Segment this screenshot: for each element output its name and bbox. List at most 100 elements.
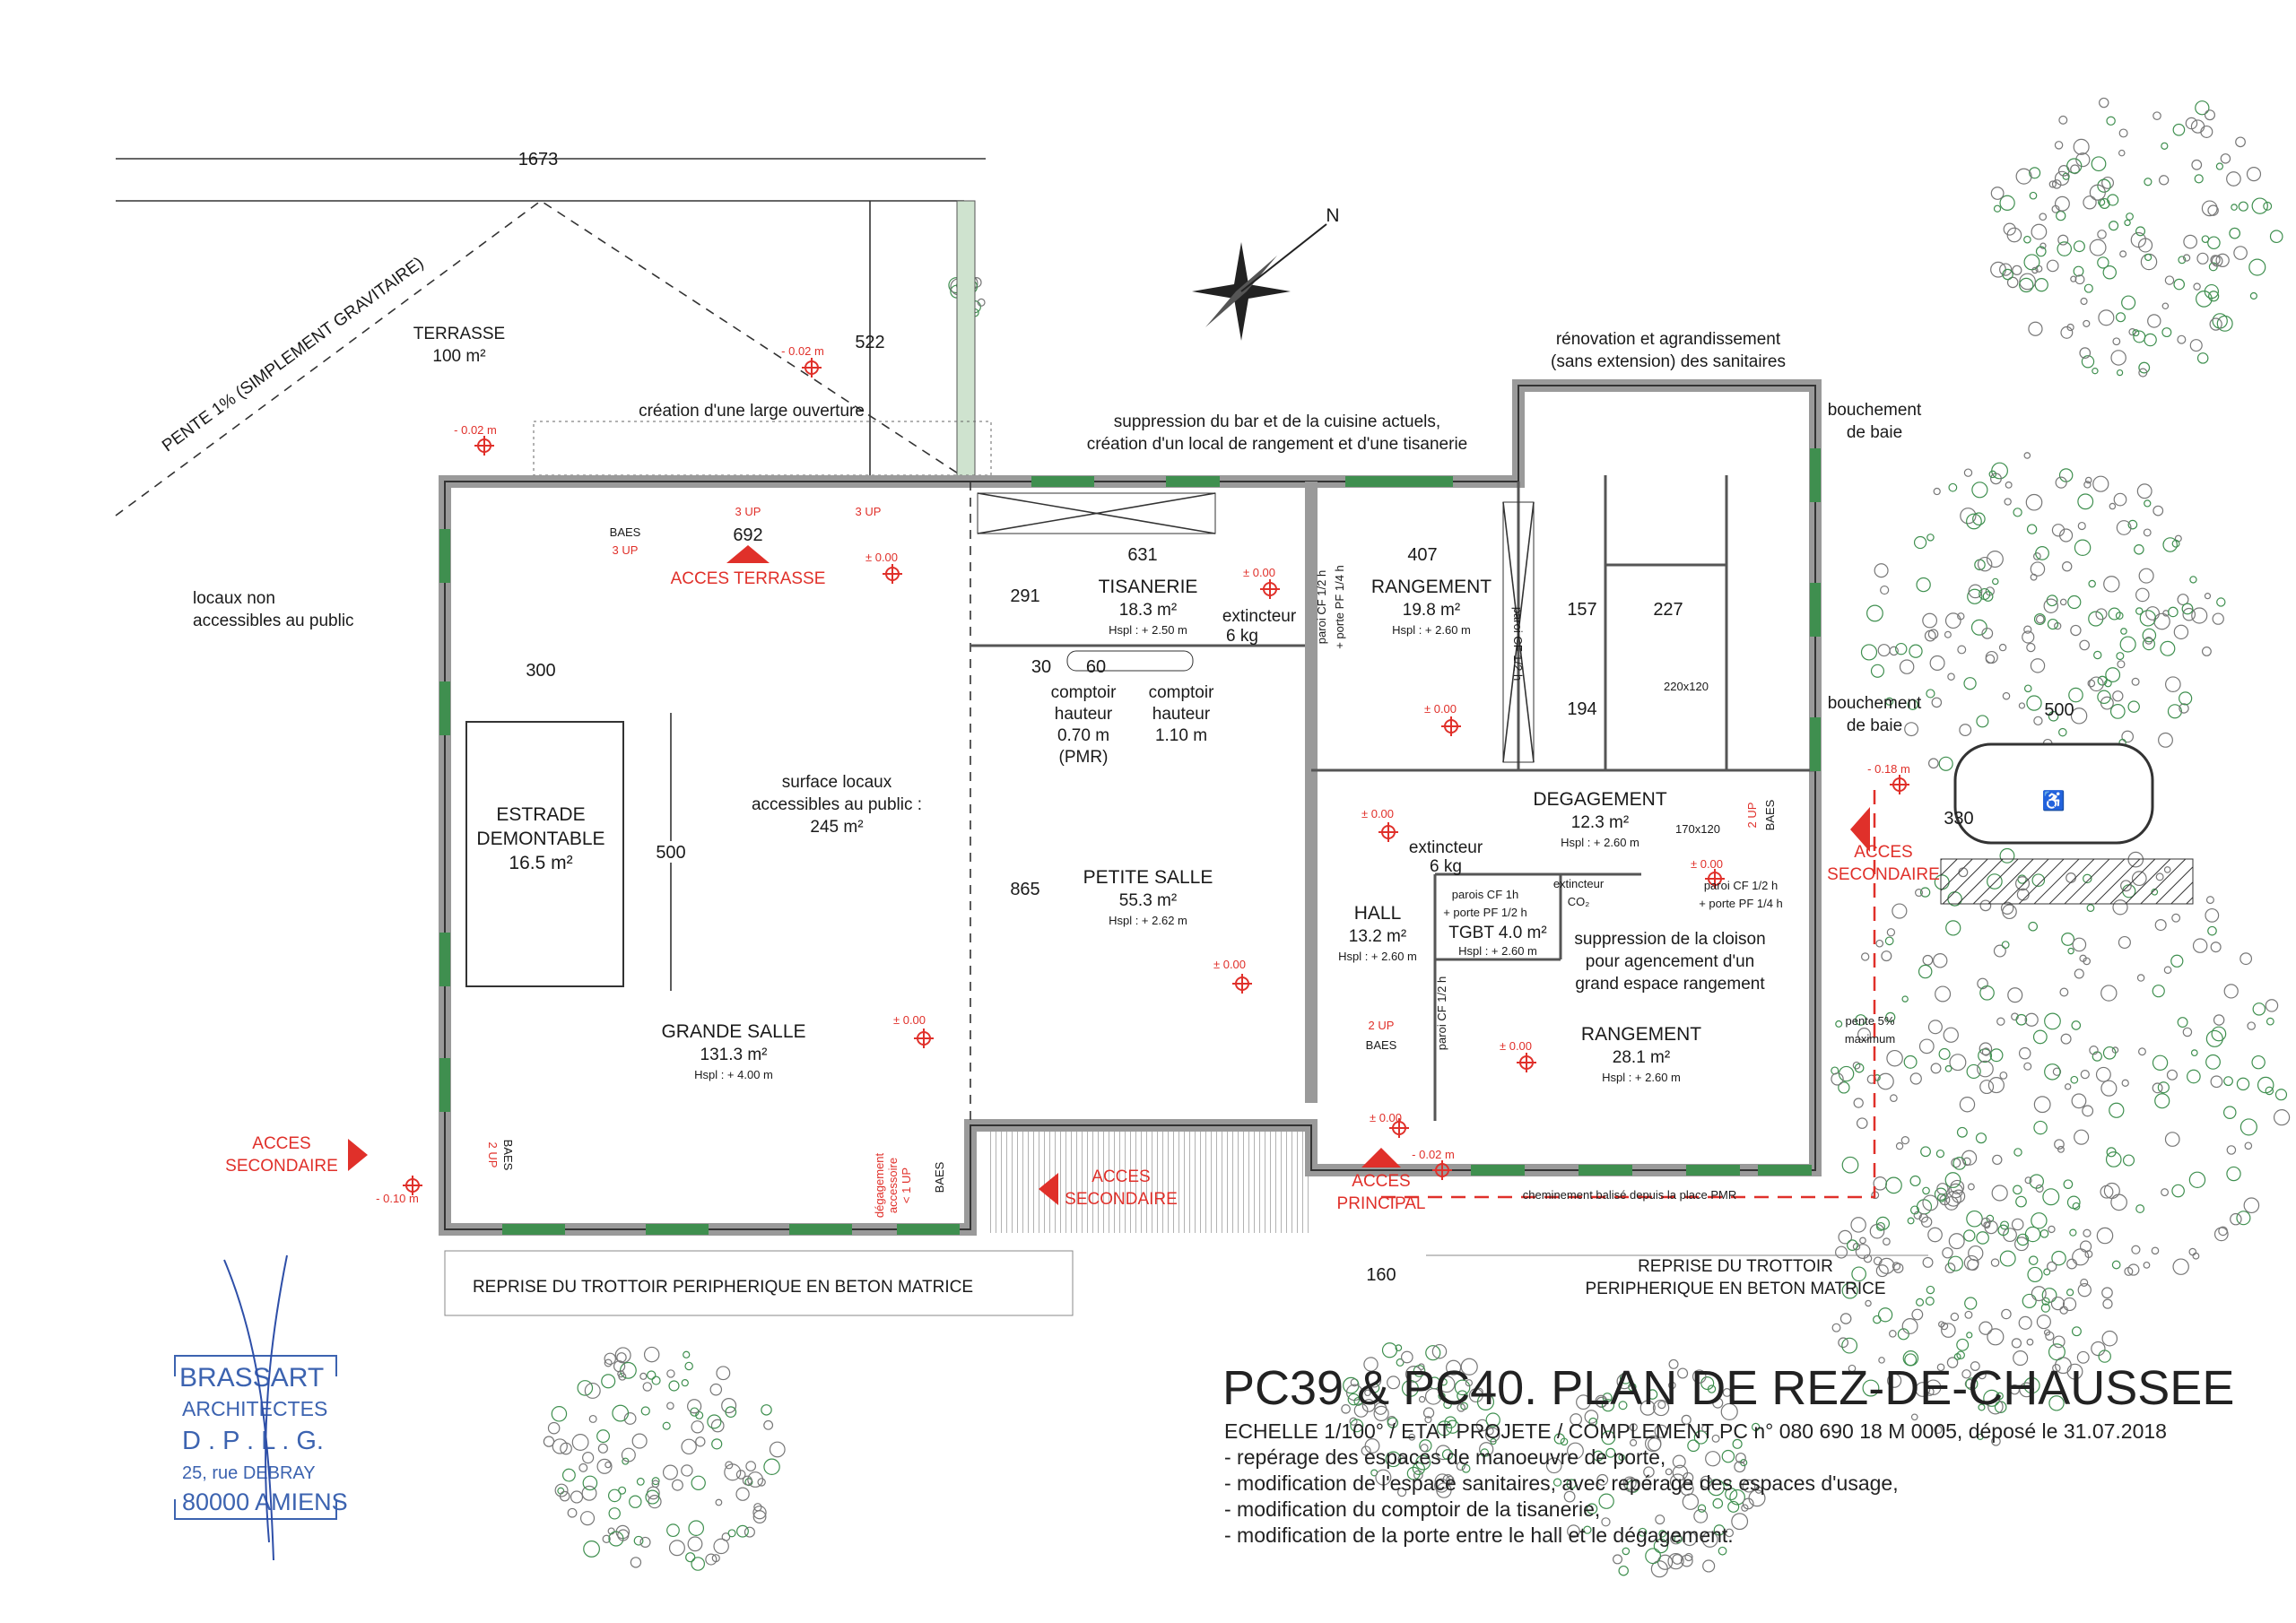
vegetation-mark: [2179, 703, 2189, 714]
vegetation-mark: [1668, 1381, 1676, 1390]
level: - 0.02 m: [1412, 1148, 1455, 1161]
level-marker-icon: [1389, 1118, 1409, 1138]
vegetation-mark: [2211, 1026, 2227, 1042]
vegetation-mark: [2167, 704, 2182, 719]
vegetation-mark: [685, 1552, 696, 1563]
vegetation-mark: [2119, 250, 2127, 258]
vegetation-mark: [1992, 1154, 2003, 1166]
vegetation-mark: [2083, 1228, 2092, 1237]
vegetation-mark: [2172, 123, 2186, 136]
vegetation-mark: [2140, 253, 2158, 271]
vegetation-mark: [2003, 222, 2016, 236]
vegetation-mark: [554, 1483, 569, 1497]
vegetation-mark: [1909, 1175, 1921, 1187]
tgbt-name: TGBT 4.0 m²: [1448, 924, 1546, 942]
vegetation-mark: [1927, 629, 1939, 639]
counter-pmr-note: (PMR): [1059, 748, 1109, 767]
vegetation-mark: [2226, 171, 2241, 187]
stamp-line: 80000 AMIENS: [182, 1488, 348, 1515]
vegetation-mark: [2066, 158, 2083, 174]
vegetation-mark: [757, 1478, 766, 1487]
change-item: - repérage des espaces de manoeuvre de p…: [1224, 1445, 1665, 1469]
vegetation-mark: [1405, 1366, 1422, 1383]
title-block: PC39 & PC40. PLAN DE REZ-DE-CHAUSSEE ECH…: [1222, 1361, 2234, 1547]
vegetation-mark: [1884, 936, 1894, 946]
vegetation-mark: [2247, 1021, 2256, 1030]
vegetation-mark: [1446, 1359, 1462, 1376]
vegetation-mark: [2062, 1297, 2077, 1312]
vegetation-mark: [2033, 1096, 2051, 1114]
vegetation-mark: [2100, 985, 2118, 1002]
bar-removal-note: création d'un local de rangement et d'un…: [1087, 435, 1467, 454]
vegetation-mark: [1997, 1224, 2009, 1237]
vegetation-mark: [2071, 1326, 2082, 1337]
vegetation-mark: [1895, 642, 1908, 655]
vegetation-mark: [1964, 1310, 1973, 1319]
vegetation-mark: [2024, 1012, 2039, 1027]
hall-height: Hspl : + 2.60 m: [1338, 950, 1417, 963]
vegetation-mark: [747, 1471, 764, 1488]
vegetation-mark: [2154, 1093, 2170, 1109]
vegetation-mark: [1885, 1011, 1896, 1023]
vegetation-mark: [2127, 700, 2140, 713]
turning-space: 220x120: [1664, 680, 1709, 693]
vegetation-mark: [2029, 1174, 2044, 1189]
vegetation-mark: [1999, 263, 2013, 276]
vegetation-mark: [1701, 1424, 1709, 1433]
vegetation-mark: [1576, 1394, 1591, 1410]
vegetation-mark: [1468, 1388, 1483, 1403]
vegetation-mark: [2100, 1185, 2114, 1199]
vegetation-mark: [1873, 1256, 1883, 1266]
vegetation-mark: [711, 1438, 723, 1450]
vegetation-mark: [2177, 1017, 2188, 1028]
vegetation-mark: [1936, 1363, 1945, 1372]
vegetation-mark: [2013, 1148, 2022, 1157]
vegetation-mark: [1435, 1445, 1451, 1461]
vegetation-mark: [2051, 1250, 2066, 1266]
vegetation-mark: [1963, 468, 1973, 477]
vegetation-mark: [2039, 1229, 2049, 1238]
vegetation-mark: [2098, 1350, 2111, 1363]
vegetation-mark: [1667, 1552, 1684, 1570]
vegetation-mark: [2098, 309, 2115, 326]
vegetation-mark: [684, 1361, 693, 1371]
level: ± 0.00: [865, 551, 898, 564]
vegetation-mark: [2215, 162, 2224, 170]
up-count: 2 UP: [1369, 1019, 1395, 1032]
vegetation-mark: [1982, 591, 1994, 602]
vegetation-mark: [2266, 1017, 2274, 1026]
vegetation-mark: [648, 1495, 662, 1509]
vegetation-mark: [1889, 646, 1899, 656]
vegetation-mark: [681, 1464, 693, 1477]
vegetation-mark: [1964, 1297, 1978, 1310]
vegetation-mark: [725, 1461, 734, 1470]
slope-note: maximum: [1845, 1032, 1895, 1046]
partition-removal-note: grand espace rangement: [1575, 975, 1765, 994]
vegetation-mark: [1751, 1422, 1761, 1432]
vegetation-mark: [1375, 1469, 1392, 1486]
vegetation-mark: [2161, 302, 2170, 310]
vegetation-mark: [1932, 953, 1948, 968]
vegetation-mark: [1986, 551, 2004, 568]
vegetation-mark: [2231, 204, 2238, 211]
change-item: - modification de l'espace sanitaires, a…: [1224, 1471, 1899, 1495]
vegetation-mark: [1387, 1417, 1399, 1428]
vegetation-mark: [735, 1487, 750, 1501]
counter-high-note: hauteur: [1152, 705, 1211, 724]
vegetation-mark: [1950, 1312, 1960, 1322]
vegetation-mark: [2058, 528, 2074, 542]
vegetation-mark: [1718, 1546, 1727, 1556]
vegetation-mark: [1970, 619, 1987, 636]
vegetation-mark: [1446, 1419, 1460, 1434]
vegetation-mark: [2015, 1195, 2027, 1208]
vegetation-mark: [1723, 1479, 1731, 1487]
vegetation-mark: [2126, 213, 2134, 221]
vegetation-mark: [2080, 297, 2088, 306]
vegetation-mark: [1456, 1461, 1465, 1471]
vegetation-mark: [2022, 630, 2035, 644]
vegetation-mark: [645, 1489, 660, 1505]
vegetation-mark: [2144, 636, 2153, 645]
vegetation-mark: [1890, 1094, 1898, 1102]
vegetation-mark: [1418, 1363, 1425, 1370]
vegetation-mark: [631, 1433, 648, 1449]
